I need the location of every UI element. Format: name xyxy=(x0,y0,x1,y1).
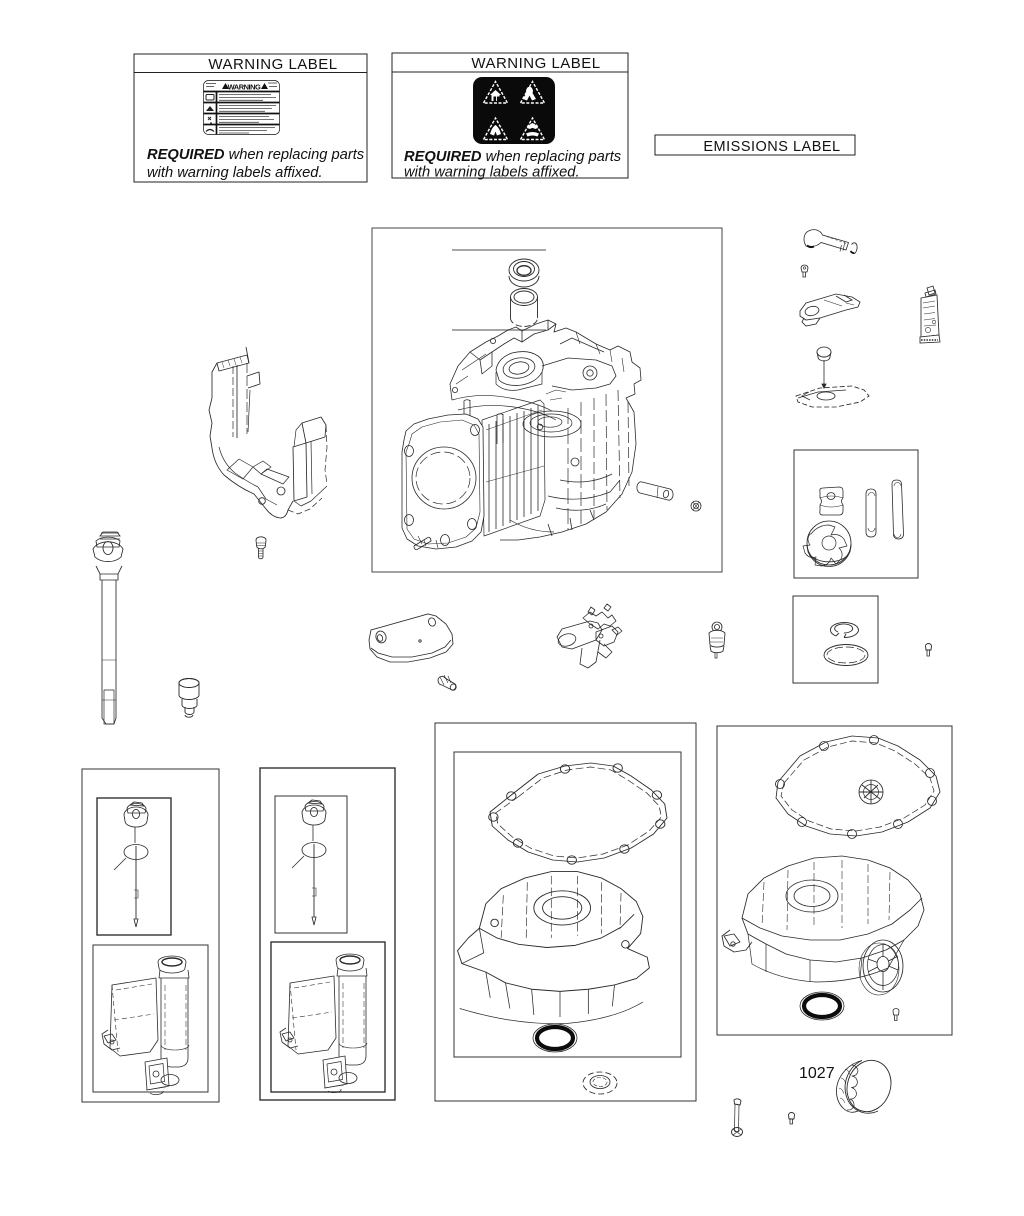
svg-text:REQUIRED when replacing parts: REQUIRED when replacing parts xyxy=(147,147,365,163)
svg-text:WARNING: WARNING xyxy=(228,83,261,92)
svg-text:WARNING LABEL: WARNING LABEL xyxy=(471,55,600,72)
svg-text:1027: 1027 xyxy=(799,1065,835,1082)
svg-text:with warning labels affixed.: with warning labels affixed. xyxy=(147,165,323,181)
svg-text:WARNING LABEL: WARNING LABEL xyxy=(208,56,337,73)
svg-text:REQUIRED when replacing parts: REQUIRED when replacing parts xyxy=(404,149,622,165)
svg-text:EMISSIONS LABEL: EMISSIONS LABEL xyxy=(703,139,840,155)
svg-text:with warning labels affixed.: with warning labels affixed. xyxy=(404,165,580,181)
